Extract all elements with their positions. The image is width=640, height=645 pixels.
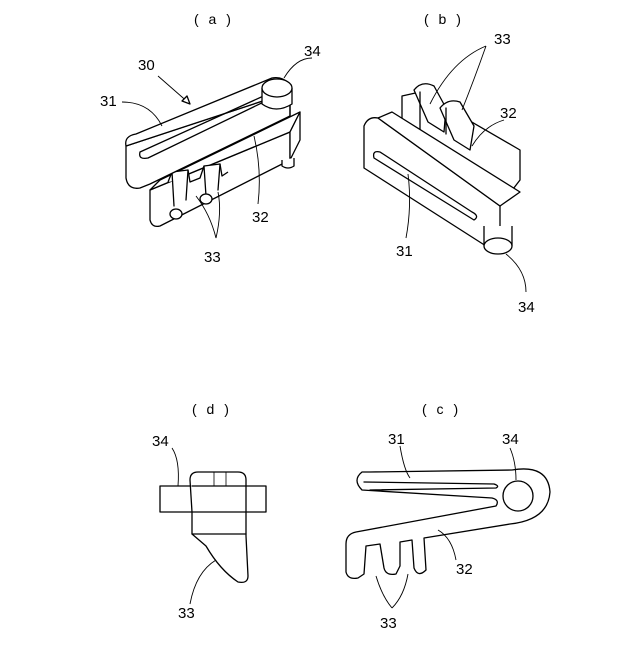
part-33-tooth-root-1 xyxy=(170,209,182,219)
view-a-perspective: ( a ) 30 31 34 32 33 xyxy=(100,11,321,266)
leader-34-a xyxy=(284,58,312,78)
ref-32-b: 32 xyxy=(500,105,517,122)
ref-31-a: 31 xyxy=(100,93,117,110)
ref-34-d: 34 xyxy=(152,433,169,450)
ref-30-a: 30 xyxy=(138,57,155,74)
ref-34-a: 34 xyxy=(304,43,321,60)
leader-33-d xyxy=(190,560,216,604)
ref-34-b: 34 xyxy=(518,299,535,316)
view-c-plan: ( c ) 31 34 32 33 xyxy=(346,401,550,632)
caption-d: ( d ) xyxy=(192,401,232,417)
ref-33-a: 33 xyxy=(204,249,221,266)
ref-32-a: 32 xyxy=(252,209,269,226)
caption-a: ( a ) xyxy=(194,11,234,27)
ref-32-c: 32 xyxy=(456,561,473,578)
leader-31-a xyxy=(122,102,162,126)
part-34-pin-top xyxy=(262,79,292,97)
part-body-d xyxy=(190,472,248,582)
view-d-side: ( d ) 34 33 xyxy=(152,401,266,622)
arrowhead-30 xyxy=(182,96,190,104)
ref-31-c: 31 xyxy=(388,431,405,448)
ref-33-d: 33 xyxy=(178,605,195,622)
caption-b: ( b ) xyxy=(424,11,464,27)
ref-31-b: 31 xyxy=(396,243,413,260)
view-b-perspective: ( b ) 33 32 31 34 xyxy=(364,11,535,316)
ref-33-b: 33 xyxy=(494,31,511,48)
caption-c: ( c ) xyxy=(422,401,461,417)
part-34-hole-c xyxy=(503,481,533,511)
leader-33-c xyxy=(376,574,408,608)
leader-34-d xyxy=(172,448,178,486)
part-34-pin-face-b xyxy=(484,238,512,254)
ref-34-c: 34 xyxy=(502,431,519,448)
ref-33-c: 33 xyxy=(380,615,397,632)
part-33-tooth-root-2 xyxy=(200,194,212,204)
leader-34-b xyxy=(506,254,526,292)
